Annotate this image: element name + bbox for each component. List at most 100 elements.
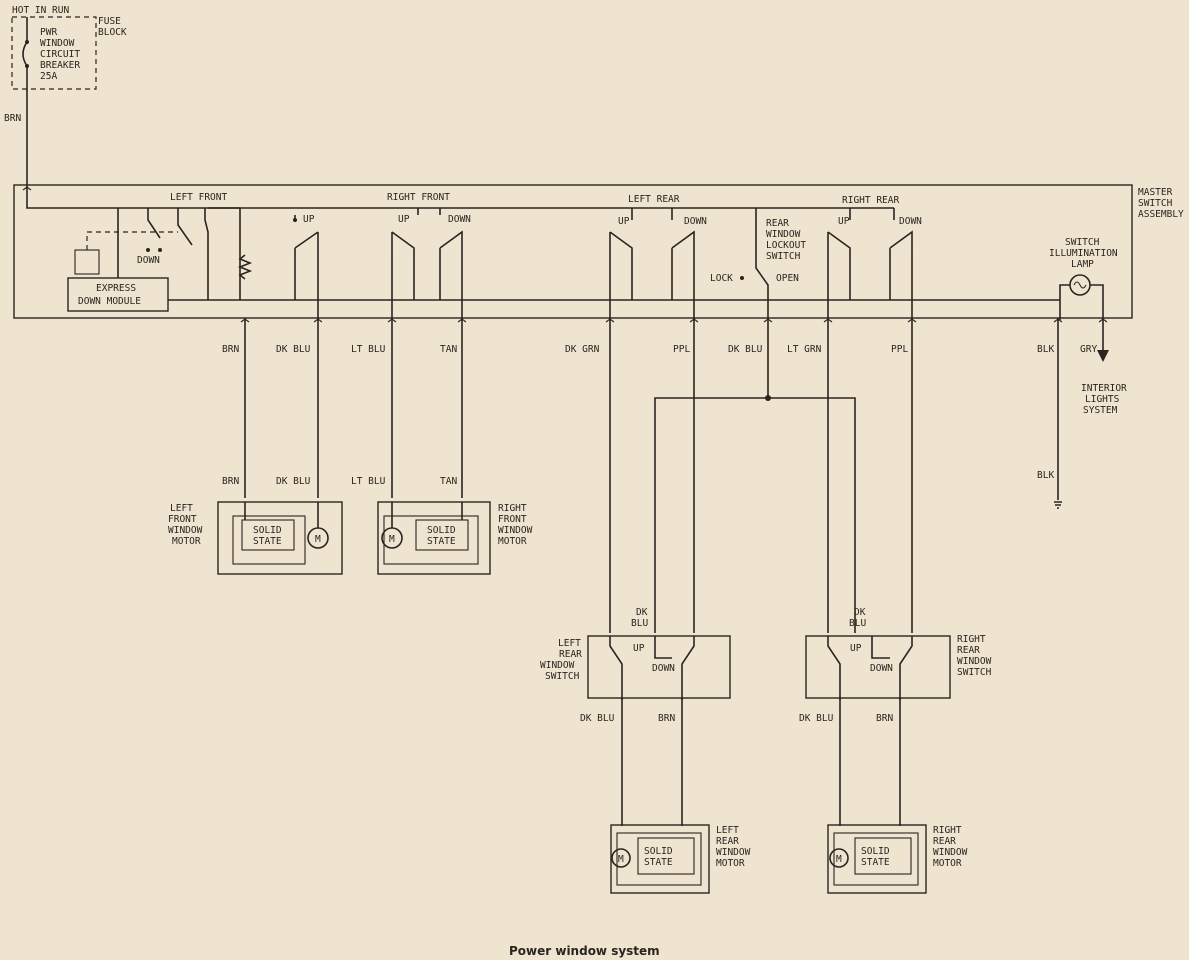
lr-motor-label-2: REAR (716, 836, 739, 847)
wire-label-brn: BRN (222, 344, 239, 355)
left-rear-up-label: UP (618, 216, 630, 227)
wire-label-dk-blu-2: DK BLU (728, 344, 763, 355)
lf-motor-housing (217, 501, 343, 575)
lf-motor-wire-brn: BRN (222, 476, 239, 487)
rr-state-label: STATE (861, 857, 890, 868)
lr-motor-inner (616, 832, 702, 886)
breaker-label-1: PWR (40, 27, 57, 38)
left-front-up-label: UP (303, 214, 315, 225)
lr-motor-housing (610, 824, 710, 894)
left-front-down-label: DOWN (137, 255, 160, 266)
lf-motor-label-2: FRONT (168, 514, 197, 525)
breaker-label-2: WINDOW (40, 38, 75, 49)
right-front-motor-wires (391, 318, 463, 498)
rf-motor-label-2: FRONT (498, 514, 527, 525)
rf-motor-label-3: WINDOW (498, 525, 533, 536)
lamp-label-2: ILLUMINATION (1049, 248, 1118, 259)
left-rear-down-label: DOWN (684, 216, 707, 227)
lf-motor-label-1: LEFT (170, 503, 193, 514)
fuse-block-label-2: BLOCK (98, 27, 127, 38)
connector-terminals (22, 186, 1108, 323)
rr-switch-contacts (827, 636, 913, 700)
right-front-feed (417, 208, 441, 215)
lf-motor-inner (232, 515, 306, 565)
left-rear-feed (631, 208, 673, 220)
lr-motor-label-1: LEFT (716, 825, 739, 836)
lockout-lock-dot (740, 276, 744, 280)
lr-switch-dk-label: DK (636, 607, 648, 618)
left-front-resistor (237, 254, 253, 280)
wire-label-ppl: PPL (673, 344, 690, 355)
right-rear-feed-wires (827, 318, 913, 633)
rf-motor-label-4: MOTOR (498, 536, 527, 547)
interior-label-1: INTERIOR (1081, 383, 1127, 394)
lr-solid-label: SOLID (644, 846, 673, 857)
battery-feed-bus (26, 186, 894, 209)
lamp-label-3: LAMP (1071, 259, 1094, 270)
rf-motor-leads (391, 502, 463, 528)
wire-label-gry: GRY (1080, 344, 1097, 355)
left-front-contact-dot-2 (158, 248, 162, 252)
rr-switch-label-1: RIGHT (957, 634, 986, 645)
express-module-label-1: EXPRESS (96, 283, 136, 294)
left-front-pole-2 (294, 215, 319, 320)
rf-motor-wire-lt-blu: LT BLU (351, 476, 386, 487)
rear-motor-wires (621, 698, 901, 826)
right-front-poles (391, 230, 463, 320)
rr-switch-housing (805, 635, 951, 699)
hot-in-run-label: HOT IN RUN (12, 5, 69, 16)
lr-switch-down-label: DOWN (652, 663, 675, 674)
express-relay-coil (74, 249, 100, 275)
wire-label-blk-2: BLK (1037, 470, 1054, 481)
right-front-switch-label: RIGHT FRONT (387, 192, 450, 203)
master-switch-assembly: MASTER SWITCH ASSEMBLY EXPRESS DOWN MODU… (13, 184, 1184, 320)
rr-motor-m-label: M (836, 854, 842, 865)
lr-switch-wire-dk-blu: DK BLU (580, 713, 615, 724)
right-front-up-label: UP (398, 214, 410, 225)
lf-motor-label-4: MOTOR (172, 536, 201, 547)
right-rear-up-label: UP (838, 216, 850, 227)
rr-motor-label-3: WINDOW (933, 847, 968, 858)
rr-solid-state-box (854, 837, 912, 875)
right-rear-window-motor: SOLID STATE M RIGHT REAR WINDOW MOTOR (827, 824, 968, 894)
breaker-label-3: CIRCUIT (40, 49, 80, 60)
fuse-block: HOT IN RUN FUSE BLOCK PWR WINDOW CIRCUIT… (4, 5, 127, 186)
rf-solid-label: SOLID (427, 525, 456, 536)
lr-solid-state-box (637, 837, 695, 875)
wire-label-dk-grn: DK GRN (565, 344, 600, 355)
left-front-switch-contacts (147, 208, 209, 300)
rr-motor-label-1: RIGHT (933, 825, 962, 836)
left-front-up-dot (293, 218, 297, 222)
rr-switch-blu-label: BLU (849, 618, 866, 629)
dk-blu-splice (765, 395, 771, 401)
rr-motor-housing (827, 824, 927, 894)
breaker-terminal-bottom (25, 64, 29, 68)
breaker-label-4: BREAKER (40, 60, 80, 71)
rr-switch-wire-dk-blu: DK BLU (799, 713, 834, 724)
wire-label-blk: BLK (1037, 344, 1054, 355)
left-front-switch-label: LEFT FRONT (170, 192, 227, 203)
lf-motor-label-3: WINDOW (168, 525, 203, 536)
right-front-window-motor: LT BLU TAN SOLID STATE M RIGHT FRONT WIN… (351, 476, 533, 575)
lf-solid-label: SOLID (253, 525, 282, 536)
rr-motor-label-4: MOTOR (933, 858, 962, 869)
express-module-label-2: DOWN MODULE (78, 296, 141, 307)
left-rear-switch-label: LEFT REAR (628, 194, 680, 205)
lockout-label-4: SWITCH (766, 251, 801, 262)
lr-motor-m-icon (611, 848, 631, 868)
lr-switch-label-3: WINDOW (540, 660, 575, 671)
lr-switch-label-1: LEFT (558, 638, 581, 649)
master-label-3: ASSEMBLY (1138, 209, 1184, 220)
lamp-filament (1073, 281, 1087, 289)
master-label-2: SWITCH (1138, 198, 1173, 209)
rr-switch-down-label: DOWN (870, 663, 893, 674)
left-front-window-motor: BRN DK BLU SOLID STATE M LEFT FRONT WIND… (168, 476, 343, 575)
breaker-terminal-top (25, 40, 29, 44)
rr-switch-label-2: REAR (957, 645, 980, 656)
rr-switch-label-3: WINDOW (957, 656, 992, 667)
rr-motor-label-2: REAR (933, 836, 956, 847)
wire-label-lt-grn: LT GRN (787, 344, 822, 355)
rr-motor-inner (833, 832, 919, 886)
lockout-lock-label: LOCK (710, 273, 733, 284)
